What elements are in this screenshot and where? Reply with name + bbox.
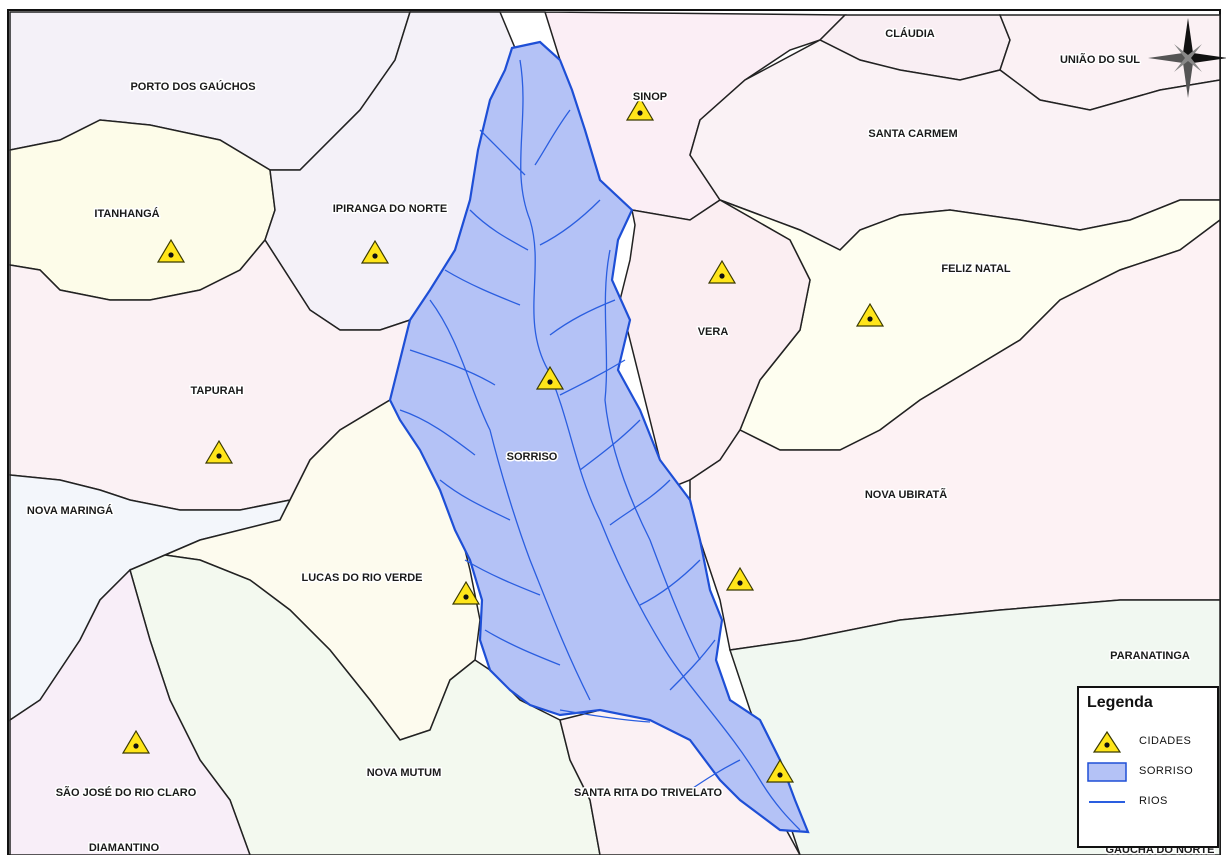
north-arrow-icon (1148, 18, 1226, 98)
label-claudia: CLÁUDIA (885, 27, 935, 40)
legend-item-basin: SORRISO (1087, 760, 1213, 784)
label-uniao-do-sul: UNIÃO DO SUL (1060, 53, 1140, 66)
label-diamantino: DIAMANTINO (89, 842, 160, 854)
river-trib-15 (484, 629, 561, 666)
label-nova-maringa: NOVA MARINGÁ (27, 504, 113, 517)
river-trib-7 (409, 349, 496, 386)
legend-title: Legenda (1087, 694, 1153, 711)
basin-swatch-icon (1087, 762, 1127, 782)
river-trib-3 (469, 209, 529, 251)
legend-item-cities: CIDADES (1087, 730, 1213, 754)
river-trib-5 (444, 269, 521, 306)
river-trib-9 (399, 409, 476, 456)
label-sorriso: SORRISO (507, 451, 558, 463)
river-trib-12 (609, 479, 671, 526)
rivers (399, 59, 801, 831)
municipality-areas (9, 11, 1221, 855)
river-trib-4 (539, 199, 601, 246)
river-main (519, 59, 801, 831)
legend-label-basin: SORRISO (1139, 765, 1194, 777)
river-trib-17 (559, 709, 651, 723)
river-trib-14 (639, 559, 701, 606)
river-trib-2 (534, 109, 571, 166)
sorriso-basin (388, 40, 810, 834)
label-vera: VERA (698, 326, 729, 338)
label-sao-jose-do-rio-claro: SÃO JOSÉ DO RIO CLARO (56, 786, 197, 799)
legend-item-rivers: RIOS (1087, 790, 1213, 814)
area-sao-jose-do-rio-claro (9, 568, 251, 855)
label-paranatinga: PARANATINGA (1110, 650, 1190, 662)
label-lucas-do-rio-verde: LUCAS DO RIO VERDE (301, 572, 422, 584)
label-feliz-natal: FELIZ NATAL (941, 263, 1011, 275)
river-trib-6 (549, 299, 616, 336)
label-nova-mutum: NOVA MUTUM (367, 767, 442, 779)
label-santa-carmem: SANTA CARMEM (868, 128, 957, 140)
label-tapurah: TAPURAH (191, 385, 244, 397)
river-trib-1 (479, 129, 526, 176)
river-west (429, 299, 591, 701)
legend-label-rivers: RIOS (1139, 795, 1168, 807)
label-sinop: SINOP (633, 91, 667, 103)
label-itanhanga: ITANHANGÁ (94, 207, 159, 220)
label-santa-rita-do-trivelato: SANTA RITA DO TRIVELATO (574, 787, 723, 799)
legend-label-cities: CIDADES (1139, 735, 1192, 747)
map-legend: Legenda CIDADES SORRISO RIOS (1077, 686, 1219, 848)
river-trib-16 (669, 639, 716, 691)
river-trib-18 (689, 759, 741, 791)
river-line-icon (1089, 801, 1125, 803)
river-trib-10 (579, 419, 641, 471)
river-trib-11 (439, 479, 511, 521)
label-ipiranga-do-norte: IPIRANGA DO NORTE (333, 203, 448, 215)
label-porto-dos-gauchos: PORTO DOS GAÚCHOS (130, 80, 255, 93)
river-trib-13 (464, 559, 541, 596)
city-marker-icon (1092, 730, 1122, 753)
river-east (604, 249, 701, 661)
label-nova-ubirata: NOVA UBIRATÃ (865, 488, 947, 501)
river-trib-8 (559, 359, 626, 396)
